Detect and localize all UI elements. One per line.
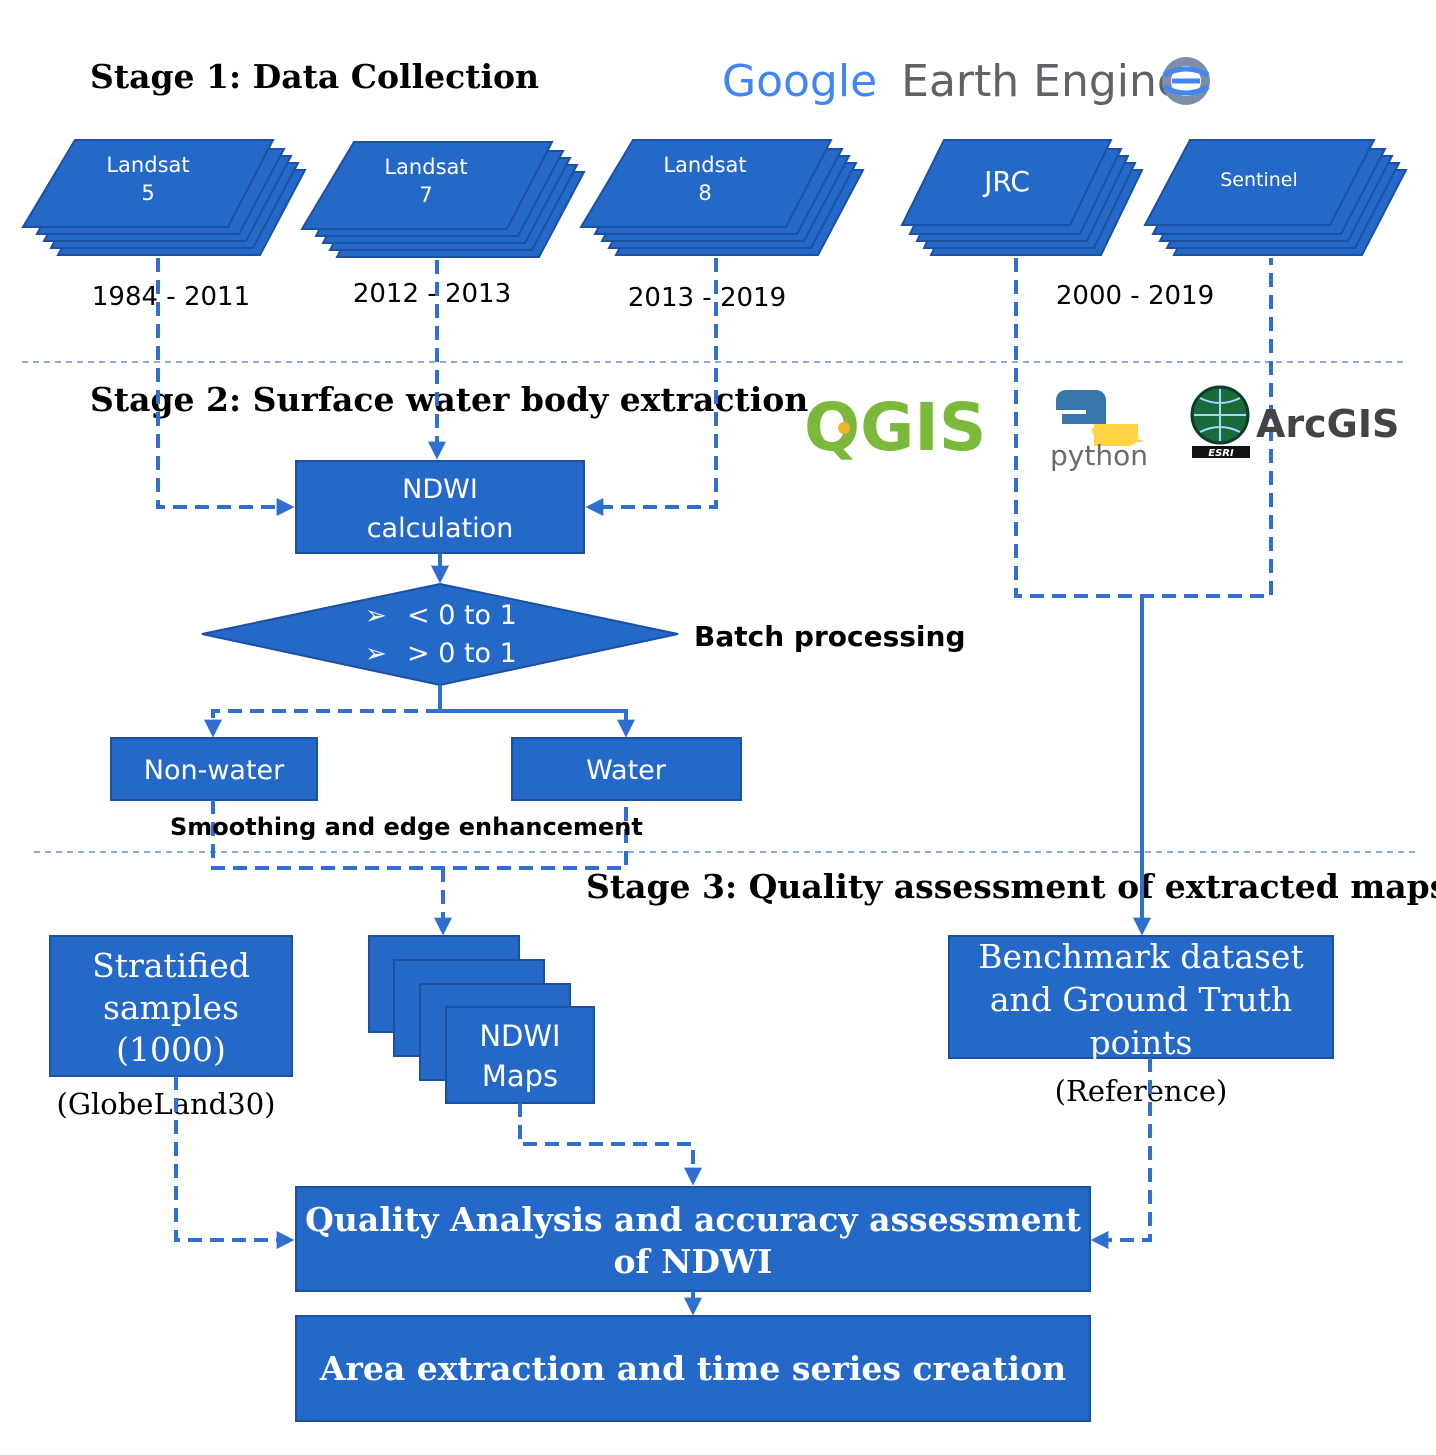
benchmark-dataset-box: Benchmark dataset and Ground Truth point…: [948, 935, 1334, 1062]
python-logo: python: [1050, 390, 1148, 472]
nonwater-box: Non-water: [110, 737, 318, 801]
stage-2-title: Stage 2: Surface water body extraction: [90, 380, 808, 419]
benchmark-line3: points: [1090, 1023, 1193, 1062]
source-label-line1: Sentinel: [1220, 169, 1298, 191]
years-landsat-7: 2012 - 2013: [353, 279, 511, 309]
benchmark-line1: Benchmark dataset: [978, 937, 1303, 976]
quality-line1: Quality Analysis and accuracy assessment: [305, 1200, 1082, 1239]
qgis-wordmark: QGIS: [804, 389, 986, 466]
threshold-line2: > 0 to 1: [407, 638, 517, 669]
stage-1-title: Stage 1: Data Collection: [90, 57, 539, 96]
connector-class-merge: [211, 800, 628, 870]
arcgis-logo: ESRI ArcGIS: [1190, 385, 1399, 459]
source-label-line1: Landsat: [663, 153, 746, 177]
connector-landsat5-to-ndwi: [156, 258, 295, 516]
years-jrc-sentinel: 2000 - 2019: [1056, 281, 1214, 311]
stratified-line1: Stratified: [92, 946, 250, 985]
connector-to-nonwater: [204, 709, 440, 738]
nonwater-label: Non-water: [144, 755, 285, 786]
ndwi-maps-line2: Maps: [482, 1059, 558, 1093]
bullet-icon: ➢: [365, 601, 387, 631]
ndwi-maps-stack: NDWI Maps: [368, 935, 595, 1104]
source-label-line1: Landsat: [384, 155, 467, 179]
years-landsat-8: 2013 - 2019: [628, 283, 786, 313]
quality-analysis-box: Quality Analysis and accuracy assessment…: [295, 1186, 1091, 1292]
area-extraction-label: Area extraction and time series creation: [319, 1349, 1066, 1388]
connector-to-water: [440, 709, 635, 738]
connector-landsat8-to-ndwi: [585, 258, 718, 516]
stratified-line3: (1000): [116, 1030, 226, 1069]
water-box: Water: [511, 737, 742, 801]
ndwi-maps-line1: NDWI: [479, 1019, 560, 1053]
ndwi-calculation-box: NDWI calculation: [295, 460, 585, 554]
svg-text:QGIS: QGIS: [804, 389, 986, 466]
source-label-line2: 8: [698, 181, 711, 205]
arcgis-wordmark: ArcGIS: [1256, 402, 1399, 446]
source-label-line2: 5: [141, 181, 154, 205]
batch-processing-label: Batch processing: [694, 620, 965, 653]
globeland-label: (GlobeLand30): [57, 1087, 276, 1121]
google-earth-engine-logo: Google Earth Engine: [722, 56, 1210, 107]
qgis-logo: QGIS: [804, 389, 986, 466]
benchmark-line2: and Ground Truth: [990, 980, 1292, 1019]
bullet-icon: ➢: [365, 639, 387, 669]
connector-stratified-to-quality: [174, 1076, 295, 1249]
area-extraction-box: Area extraction and time series creation: [295, 1315, 1091, 1422]
source-jrc: JRC: [900, 139, 1144, 256]
stage-3-title: Stage 3: Quality assessment of extracted…: [586, 867, 1436, 906]
smoothing-label: Smoothing and edge enhancement: [170, 813, 643, 841]
source-label-line1: Landsat: [106, 153, 189, 177]
years-landsat-5: 1984 - 2011: [92, 282, 250, 312]
threshold-line1: < 0 to 1: [407, 600, 517, 631]
connector-benchmark-to-quality: [1090, 1058, 1152, 1249]
reference-label: (Reference): [1055, 1074, 1228, 1108]
source-label-line1: JRC: [982, 165, 1030, 198]
earth-engine-icon: [1162, 57, 1210, 105]
python-wordmark: python: [1050, 439, 1148, 472]
stratified-line2: samples: [103, 988, 239, 1027]
ndwi-calculation-line2: calculation: [367, 513, 514, 544]
stratified-samples-box: Stratified samples (1000): [49, 935, 293, 1077]
quality-line2: of NDWI: [614, 1242, 773, 1281]
source-landsat-7: Landsat 7: [300, 141, 586, 258]
source-label-line2: 7: [419, 183, 432, 207]
source-landsat-5: Landsat 5: [21, 139, 307, 256]
threshold-decision: ➢ < 0 to 1 ➢ > 0 to 1: [201, 582, 679, 687]
connector-maps-to-quality: [518, 1103, 702, 1186]
water-label: Water: [586, 755, 667, 786]
esri-wordmark: ESRI: [1208, 448, 1234, 459]
source-sentinel: Sentinel: [1143, 139, 1408, 256]
qgis-dot-icon: [838, 422, 850, 434]
python-icon: [1056, 390, 1142, 446]
svg-text:Google Earth Engine: Google Earth Engine: [722, 56, 1184, 107]
source-landsat-8: Landsat 8: [579, 139, 865, 256]
google-wordmark: Google: [722, 56, 877, 107]
earth-engine-wordmark: Earth Engine: [901, 56, 1184, 107]
ndwi-calculation-line1: NDWI: [402, 474, 478, 505]
